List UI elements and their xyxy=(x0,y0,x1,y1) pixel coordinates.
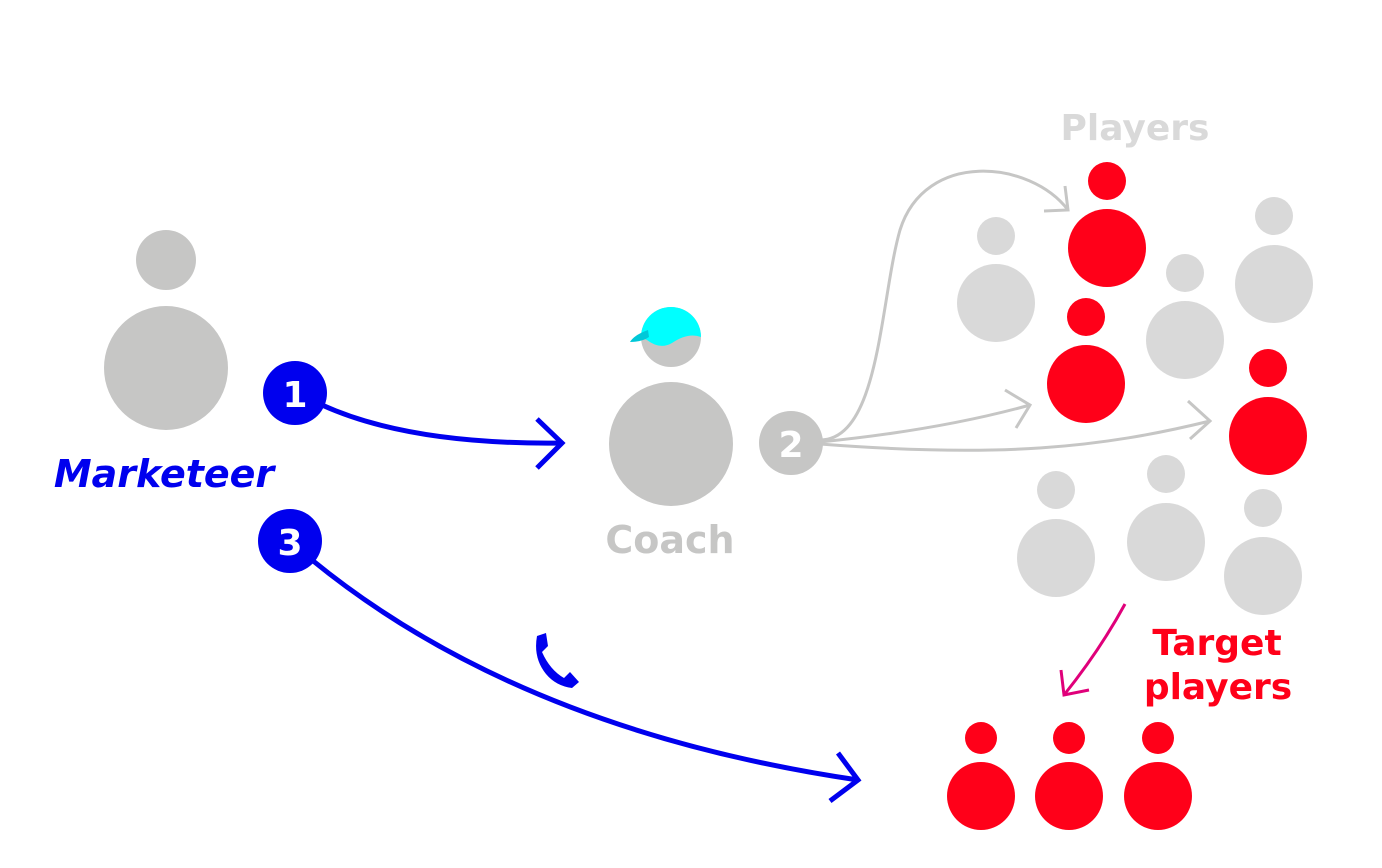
step2-arrowhead-middle xyxy=(1004,388,1033,429)
player-figure xyxy=(957,217,1035,342)
target-players-label-line2: players xyxy=(1144,667,1292,708)
step2-arrow-bottom xyxy=(819,419,1211,452)
coach-label: Coach xyxy=(605,518,734,562)
target-player-figure xyxy=(1035,722,1103,830)
step1-arrow-line xyxy=(320,402,563,446)
coach-figure xyxy=(609,307,733,506)
player-figure xyxy=(1017,471,1095,597)
selection-arrowhead xyxy=(1059,669,1090,697)
marketeer-head xyxy=(136,230,196,290)
player-figure xyxy=(1127,455,1205,581)
step2-arrows xyxy=(819,169,1213,452)
target-player-figure xyxy=(1068,162,1146,287)
step3-badge xyxy=(258,509,322,573)
coach-body xyxy=(609,382,733,506)
target-players-label-line1: Target xyxy=(1152,623,1281,664)
player-figure xyxy=(1235,197,1313,323)
marketeer-body xyxy=(104,306,228,430)
target-players-group xyxy=(947,722,1192,830)
step2-badge xyxy=(759,411,823,475)
phone-icon xyxy=(536,633,579,688)
step2-number: 2 xyxy=(778,425,803,466)
step3-arrow-line xyxy=(310,558,859,783)
player-figure xyxy=(1146,254,1224,379)
target-player-figure xyxy=(1124,722,1192,830)
step2-arrowhead-top xyxy=(1043,185,1070,213)
target-player-figure xyxy=(1047,298,1125,423)
players-group xyxy=(957,162,1313,615)
step2-arrowhead-bottom xyxy=(1186,399,1213,441)
selection-arrow-line xyxy=(1062,603,1127,696)
step2-arrow-middle xyxy=(819,403,1031,444)
baseball-cap-icon xyxy=(630,307,701,346)
step3-number: 3 xyxy=(277,523,302,564)
marketeer-label: Marketeer xyxy=(54,452,277,496)
step1-number: 1 xyxy=(282,375,307,416)
step1-badge xyxy=(263,361,327,425)
target-player-figure xyxy=(947,722,1015,830)
marketeer-figure xyxy=(104,230,228,430)
player-figure xyxy=(1224,489,1302,615)
step2-arrow-top xyxy=(819,169,1070,442)
step3-arrowhead xyxy=(828,751,862,803)
players-label: Players xyxy=(1061,108,1210,149)
target-player-figure xyxy=(1229,349,1307,475)
step1-arrowhead xyxy=(535,417,566,470)
